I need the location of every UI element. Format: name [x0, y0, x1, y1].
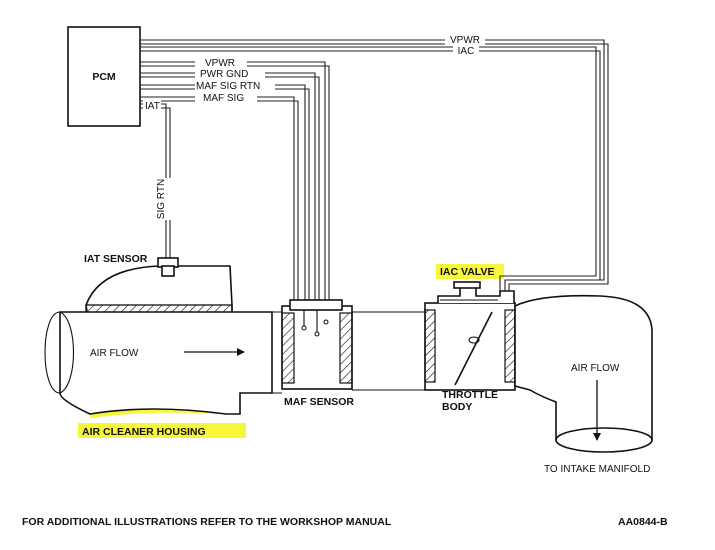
wire-label-maf-sig-rtn: MAF SIG RTN	[196, 81, 260, 92]
throttle-body-label-1: THROTTLE	[442, 389, 498, 401]
wire-label-iat: IAT	[145, 101, 160, 112]
wire-label-maf-sig: MAF SIG	[203, 93, 244, 104]
wire-label-vpwr-top: VPWR	[450, 35, 480, 46]
air-cleaner-highlight	[78, 423, 246, 438]
throttle-body[interactable]	[424, 302, 516, 391]
wire-label-pwr-gnd: PWR GND	[200, 69, 248, 80]
maf-sensor-label: MAF SENSOR	[284, 396, 354, 408]
footer-note: FOR ADDITIONAL ILLUSTRATIONS REFER TO TH…	[22, 516, 392, 528]
wire-maf-harness	[140, 58, 330, 307]
iac-valve-label: IAC VALVE	[440, 266, 494, 278]
throttle-plate	[454, 311, 493, 386]
maf-sensor[interactable]	[281, 299, 353, 390]
throttle-body-label-2: BODY	[442, 401, 472, 413]
iac-valve[interactable]	[437, 281, 515, 303]
pcm-label: PCM	[92, 71, 116, 83]
air-cleaner-housing[interactable]	[44, 265, 273, 415]
figure-code: AA0844-B	[618, 516, 668, 528]
intake-elbow[interactable]	[514, 294, 653, 453]
pcm-module[interactable]: PCM	[67, 26, 141, 127]
wire-label-iac: IAC	[458, 46, 475, 57]
iat-sensor-label: IAT SENSOR	[84, 253, 148, 265]
wire-label-vpwr-maf: VPWR	[205, 58, 235, 69]
wire-label-sig-rtn: SIG RTN	[156, 179, 167, 219]
wire-iat	[140, 100, 176, 258]
air-cleaner-housing-label: AIR CLEANER HOUSING	[82, 426, 206, 438]
wire-vpwr-iac	[140, 34, 609, 300]
air-flow-left-label: AIR FLOW	[90, 348, 139, 359]
air-flow-right-label: AIR FLOW	[571, 363, 620, 374]
iat-sensor[interactable]	[157, 257, 179, 277]
to-intake-manifold-label: TO INTAKE MANIFOLD	[544, 464, 650, 475]
iac-valve-highlight	[436, 264, 504, 279]
